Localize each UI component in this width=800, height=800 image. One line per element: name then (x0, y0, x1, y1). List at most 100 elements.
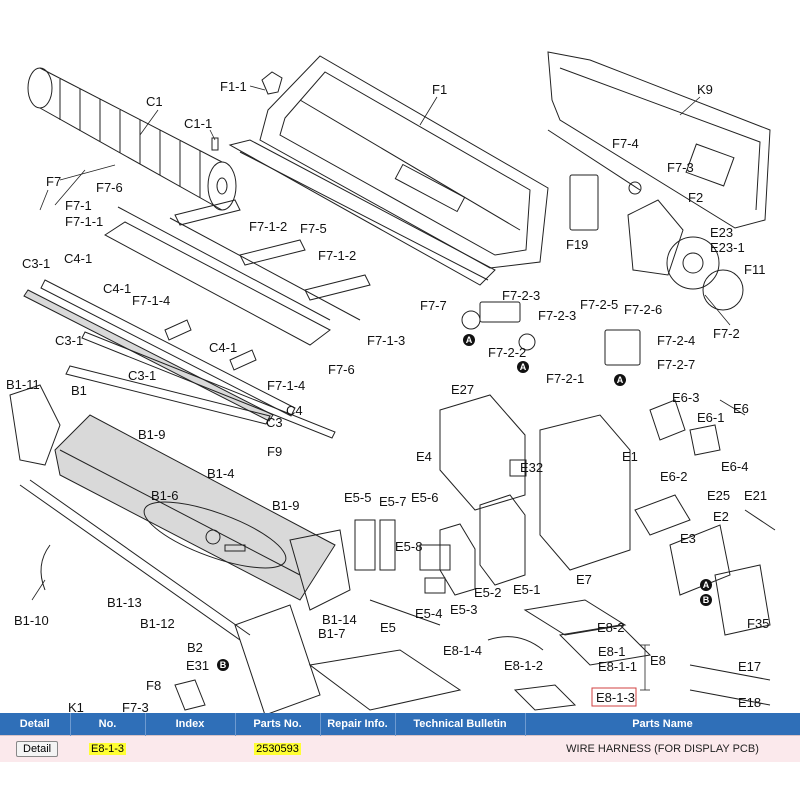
part-label[interactable]: C4-1 (209, 340, 237, 355)
part-label[interactable]: C3-1 (22, 256, 50, 271)
part-label[interactable]: F7-1 (65, 198, 92, 213)
part-label[interactable]: E23 (710, 225, 733, 240)
part-label[interactable]: E8-1-2 (504, 658, 543, 673)
part-label[interactable]: C4 (286, 403, 303, 418)
part-label[interactable]: E5 (380, 620, 396, 635)
part-label[interactable]: F11 (744, 262, 765, 277)
part-label[interactable]: B1-14 (322, 612, 357, 627)
part-label[interactable]: B1-9 (138, 427, 165, 442)
part-label[interactable]: F7-1-2 (318, 248, 356, 263)
part-label[interactable]: F8 (146, 678, 161, 693)
part-label[interactable]: F7-2-4 (657, 333, 695, 348)
cell-repair-info (320, 735, 395, 762)
part-label[interactable]: B1-10 (14, 613, 49, 628)
part-label[interactable]: F7-1-2 (249, 219, 287, 234)
part-label[interactable]: F7-6 (96, 180, 123, 195)
part-label[interactable]: F1 (432, 82, 447, 97)
part-label[interactable]: F7-2-1 (546, 371, 584, 386)
part-label[interactable]: F7-4 (612, 136, 639, 151)
part-label[interactable]: B1-9 (272, 498, 299, 513)
part-label[interactable]: E6-3 (672, 390, 699, 405)
part-label[interactable]: E5-8 (395, 539, 422, 554)
part-label[interactable]: F7-2-3 (502, 288, 540, 303)
part-label[interactable]: F7-6 (328, 362, 355, 377)
part-label[interactable]: C4-1 (103, 281, 131, 296)
leader-lines (31, 85, 746, 691)
part-label[interactable]: F7-2-5 (580, 297, 618, 312)
part-label[interactable]: E8-1-1 (598, 659, 637, 674)
connector-b-marker: B (217, 659, 229, 671)
part-label[interactable]: E5-2 (474, 585, 501, 600)
part-label[interactable]: K1 (68, 700, 84, 713)
part-label[interactable]: E8 (650, 653, 666, 668)
part-label[interactable]: E18 (738, 695, 761, 710)
part-label[interactable]: C4-1 (64, 251, 92, 266)
part-label[interactable]: E8-1-3 (596, 690, 635, 705)
part-label[interactable]: E17 (738, 659, 761, 674)
part-label[interactable]: E25 (707, 488, 730, 503)
part-label[interactable]: E5-4 (415, 606, 442, 621)
part-label[interactable]: F7-2-7 (657, 357, 695, 372)
part-label[interactable]: F7-5 (300, 221, 327, 236)
part-label[interactable]: E23-1 (710, 240, 745, 255)
part-label[interactable]: F7-1-4 (267, 378, 305, 393)
part-label[interactable]: F35 (747, 616, 769, 631)
display-group (174, 599, 771, 711)
part-label[interactable]: F7-1-4 (132, 293, 170, 308)
part-label[interactable]: B1-11 (6, 377, 40, 392)
part-label[interactable]: F2 (688, 190, 703, 205)
part-label[interactable]: F7-3 (122, 700, 149, 713)
part-label[interactable]: E5-5 (344, 490, 371, 505)
part-label[interactable]: B2 (187, 640, 203, 655)
part-label[interactable]: E7 (576, 572, 592, 587)
part-label[interactable]: F7-3 (667, 160, 694, 175)
part-label[interactable]: F7-2 (713, 326, 740, 341)
part-label[interactable]: F7-2-6 (624, 302, 662, 317)
part-label[interactable]: F7 (46, 174, 61, 189)
part-label[interactable]: E8-1 (598, 644, 625, 659)
part-label[interactable]: B1-13 (107, 595, 142, 610)
part-label[interactable]: E8-2 (597, 620, 624, 635)
part-label[interactable]: F7-7 (420, 298, 447, 313)
part-label[interactable]: C1 (146, 94, 163, 109)
part-label[interactable]: E4 (416, 449, 432, 464)
part-label[interactable]: E31 (186, 658, 209, 673)
part-label[interactable]: F7-1-1 (65, 214, 103, 229)
part-label[interactable]: E6-4 (721, 459, 748, 474)
part-label[interactable]: F9 (267, 444, 282, 459)
part-label[interactable]: E2 (713, 509, 729, 524)
part-label[interactable]: F7-1-3 (367, 333, 405, 348)
part-label[interactable]: E5-6 (411, 490, 438, 505)
header-parts-no: Parts No. (235, 713, 321, 736)
connector-a-marker: A (614, 374, 626, 386)
part-label[interactable]: B1-7 (318, 626, 345, 641)
part-label[interactable]: E27 (451, 382, 474, 397)
part-label[interactable]: B1-4 (207, 466, 234, 481)
part-label[interactable]: E8-1-4 (443, 643, 482, 658)
part-label[interactable]: E21 (744, 488, 767, 503)
part-label[interactable]: F7-2-2 (488, 345, 526, 360)
part-label[interactable]: B1-6 (151, 488, 178, 503)
part-label[interactable]: F19 (566, 237, 588, 252)
part-label[interactable]: B1 (71, 383, 87, 398)
part-label[interactable]: F7-2-3 (538, 308, 576, 323)
part-label[interactable]: F1-1 (220, 79, 247, 94)
part-label[interactable]: C3 (266, 415, 283, 430)
part-label[interactable]: E5-3 (450, 602, 477, 617)
exploded-parts-diagram: A A A A B B (6, 51, 776, 713)
part-label[interactable]: E5-7 (379, 494, 406, 509)
part-label[interactable]: C3-1 (128, 368, 156, 383)
part-label[interactable]: E6-2 (660, 469, 687, 484)
detail-button[interactable]: Detail (16, 741, 59, 757)
part-label[interactable]: E1 (622, 449, 638, 464)
part-label[interactable]: E6-1 (697, 410, 724, 425)
part-label[interactable]: K9 (697, 82, 713, 97)
part-label[interactable]: E3 (680, 531, 696, 546)
part-label[interactable]: B1-12 (140, 616, 175, 631)
part-label[interactable]: E5-1 (513, 582, 540, 597)
part-label[interactable]: C3-1 (55, 333, 83, 348)
part-label[interactable]: E32 (520, 460, 543, 475)
part-label[interactable]: E6 (733, 401, 749, 416)
cell-parts-no: 2530593 (235, 735, 320, 762)
part-label[interactable]: C1-1 (184, 116, 212, 131)
